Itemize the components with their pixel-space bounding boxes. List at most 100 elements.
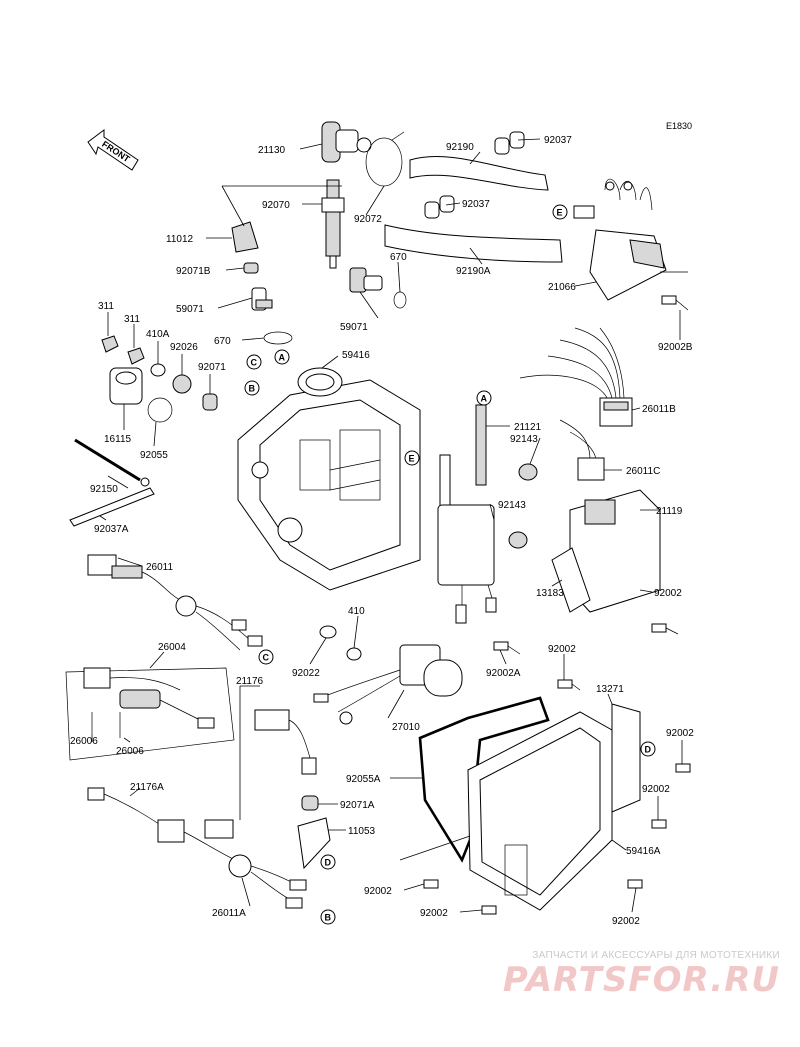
label-92070: 92070 <box>262 200 290 211</box>
svg-text:A: A <box>279 353 286 363</box>
callouts: A A B B C C D D E E <box>244 204 656 925</box>
label-92002A: 92002A <box>486 668 521 679</box>
label-26011B: 26011B <box>642 404 676 415</box>
label-26011C: 26011C <box>626 466 660 477</box>
gasket-92055A <box>418 696 550 863</box>
svg-text:D: D <box>645 745 652 755</box>
bolt-92002B <box>661 295 689 311</box>
label-26004: 26004 <box>158 642 186 653</box>
harness-26011A <box>204 819 307 909</box>
label-92071: 92071 <box>198 362 226 373</box>
label-13271: 13271 <box>596 684 624 695</box>
bracket-13183 <box>551 547 591 613</box>
label-21176: 21176 <box>236 676 264 687</box>
starter-relay-27010 <box>313 644 463 725</box>
label-92055: 92055 <box>140 450 168 461</box>
label-16115: 16115 <box>104 434 132 445</box>
label-21130: 21130 <box>258 145 286 156</box>
grommet-92071 <box>202 393 218 411</box>
label-26011: 26011 <box>146 562 174 573</box>
nut-311-a <box>101 335 119 353</box>
damper-92143-b <box>508 531 528 549</box>
callout-c-head: C <box>246 354 262 370</box>
leader-lines <box>91 138 688 913</box>
hose-upper <box>409 131 549 191</box>
band-92037A <box>69 487 155 527</box>
label-92002B: 92002B <box>658 342 693 353</box>
o-ring-670 <box>263 331 293 345</box>
label-670-left: 670 <box>214 336 231 347</box>
label-21176A: 21176A <box>130 782 164 793</box>
label-13183: 13183 <box>536 588 564 599</box>
label-21121: 21121 <box>514 422 542 433</box>
bolt-92002-bottom-left2 <box>481 905 497 915</box>
label-59071-left: 59071 <box>176 304 204 315</box>
label-92002-right1: 92002 <box>666 728 694 739</box>
label-27010: 27010 <box>392 722 420 733</box>
callout-b-head: B <box>244 380 260 396</box>
label-59071-right: 59071 <box>340 322 368 333</box>
label-26006-b: 26006 <box>116 746 144 757</box>
plug-16115 <box>109 367 143 405</box>
svg-text:B: B <box>249 384 256 394</box>
spark-plug-cap <box>321 121 372 163</box>
sensor-26011 <box>87 554 263 651</box>
spark-plug <box>321 179 345 269</box>
wire-harness-26011C <box>559 419 605 481</box>
label-11012: 11012 <box>166 234 194 245</box>
svg-text:C: C <box>263 653 270 663</box>
label-410A: 410A <box>146 329 170 340</box>
label-92150: 92150 <box>90 484 118 495</box>
watermark-tagline: ЗАПЧАСТИ И АКСЕССУАРЫ ДЛЯ МОТОТЕХНИКИ <box>532 950 780 961</box>
watermark: ЗАПЧАСТИ И АКСЕССУАРЫ ДЛЯ МОТОТЕХНИКИ PA… <box>470 950 780 999</box>
bolt-92002-right1 <box>675 763 691 773</box>
nozzle-fitting <box>251 287 273 311</box>
harness-kit-26004-box <box>65 667 235 761</box>
diagram-code: E1830 <box>666 121 692 131</box>
svg-text:C: C <box>251 358 258 368</box>
label-92002-bottom-right: 92002 <box>612 916 640 927</box>
washer-410 <box>346 647 362 661</box>
label-410: 410 <box>348 606 365 617</box>
label-92002-right2: 92002 <box>642 784 670 795</box>
electric-case <box>237 367 421 591</box>
label-59416A: 59416A <box>626 846 661 857</box>
label-92055A: 92055A <box>346 774 381 785</box>
bolt-92002-bottom-right <box>627 879 643 889</box>
cdi-unit-21119 <box>569 489 661 613</box>
svg-text:E: E <box>409 454 415 464</box>
hose-clamp <box>365 131 405 187</box>
label-11053: 11053 <box>348 826 376 837</box>
nut-311-b <box>127 347 145 365</box>
cover-59416A <box>467 711 613 911</box>
label-92072: 92072 <box>354 214 382 225</box>
plug-cap-boot <box>231 221 259 253</box>
callout-e-case: E <box>404 450 420 466</box>
sensor-21176A <box>87 787 236 861</box>
wire-harness-26011B <box>519 327 633 427</box>
connector-21176 <box>254 709 317 775</box>
o-ring-92055 <box>147 397 173 423</box>
callout-d-cover: D <box>640 741 656 757</box>
nipple-fitting <box>349 267 383 293</box>
label-92002-cdi: 92002 <box>654 588 682 599</box>
watermark-logo: PARTSFOR.RU <box>502 960 780 1000</box>
label-311-b: 311 <box>124 314 140 325</box>
bracket-13271 <box>611 703 641 813</box>
washer-410A <box>150 363 166 377</box>
label-92002-bottom-left1: 92002 <box>364 886 392 897</box>
label-92022: 92022 <box>292 668 320 679</box>
regulator-unit <box>573 178 667 301</box>
bolt-92002-right2 <box>651 819 667 829</box>
label-670-top: 670 <box>390 252 407 263</box>
callout-b-bottom: B <box>320 909 336 925</box>
label-92190A: 92190A <box>456 266 491 277</box>
svg-text:A: A <box>481 394 488 404</box>
callout-c-sensor: C <box>258 649 274 665</box>
grommet-small <box>243 262 259 274</box>
label-21119: 21119 <box>656 506 683 517</box>
svg-text:D: D <box>325 858 332 868</box>
washer-92022 <box>319 625 337 639</box>
bolt-92002-top <box>557 679 581 691</box>
